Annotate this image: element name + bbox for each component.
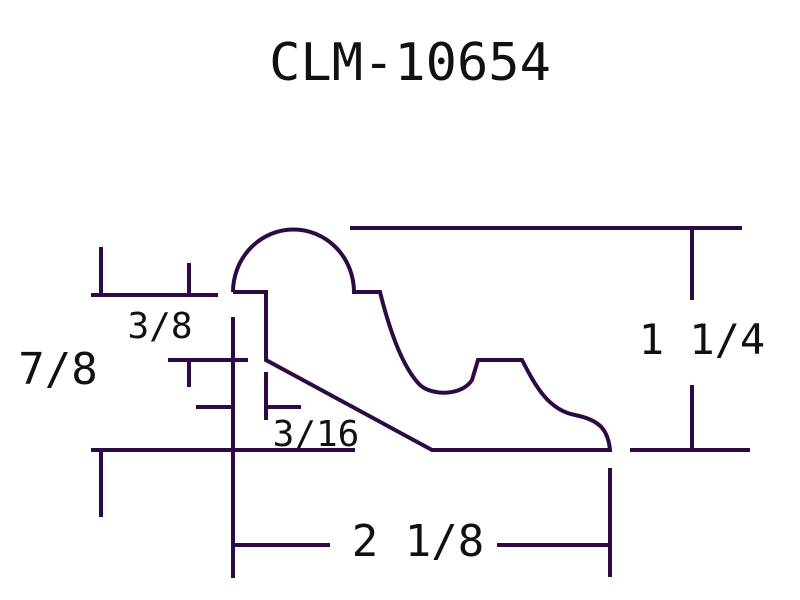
dimension-left-overall-label: 7/8	[18, 344, 97, 395]
dimension-left-top-label: 3/8	[127, 306, 192, 347]
dimension-height-label: 1 1/4	[639, 315, 765, 364]
drawing-title: CLM-10654	[269, 33, 551, 93]
molding-profile	[231, 227, 613, 452]
dimension-width-label: 2 1/8	[352, 516, 484, 567]
